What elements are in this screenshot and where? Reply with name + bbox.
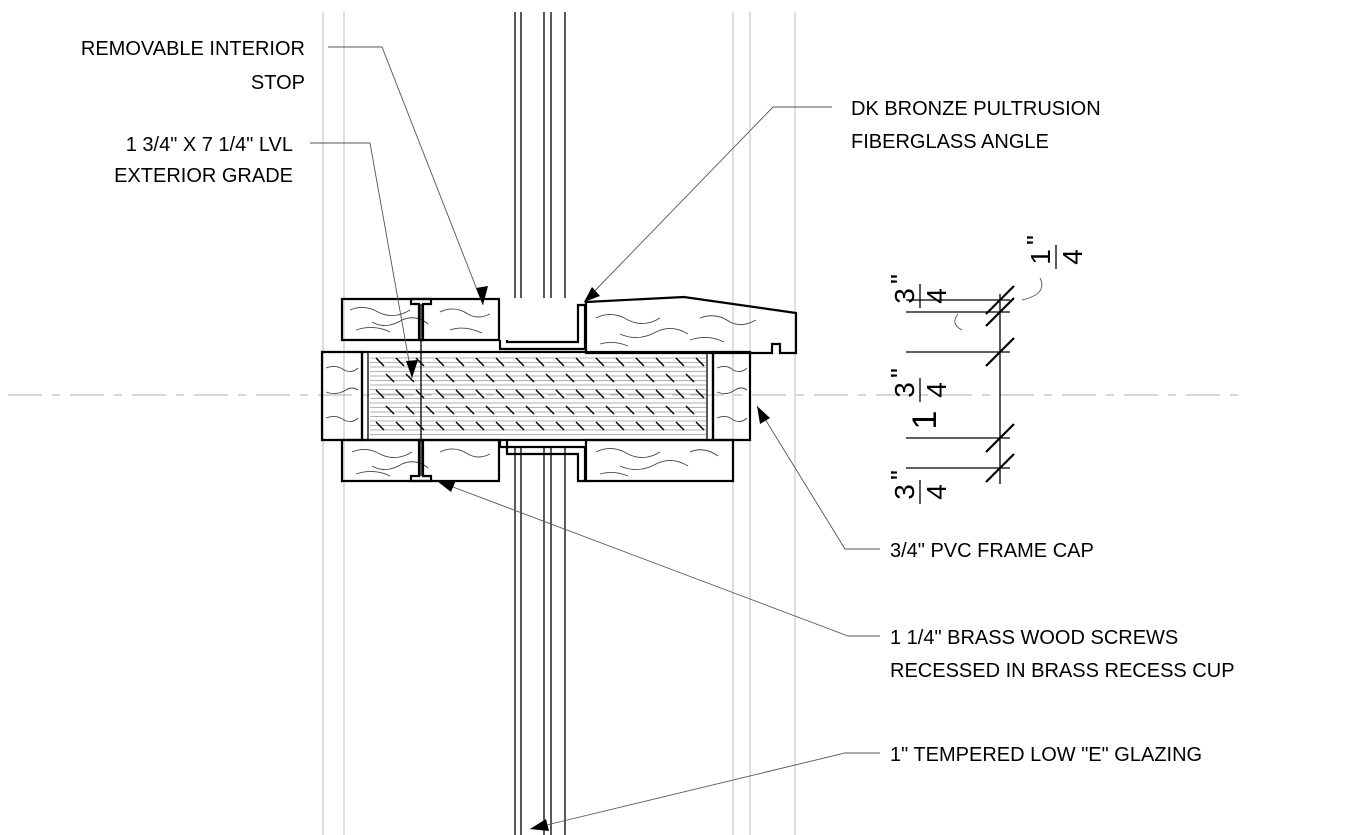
dimension-middle: 1 3 " 4 (885, 368, 952, 429)
dim-top-inch: " (885, 274, 916, 284)
dim-top-small-den: 4 (1057, 249, 1088, 265)
dim-bottom-inch: " (885, 470, 916, 480)
callout-lvl: 1 3/4" X 7 1/4" LVL EXTERIOR GRADE (114, 134, 293, 187)
dim-top-small-inch: " (1021, 235, 1052, 245)
lower-exterior-stop (584, 438, 735, 483)
dim-bottom-den: 4 (921, 484, 952, 500)
leader-lines (310, 46, 880, 831)
label-angle-line2: FIBERGLASS ANGLE (851, 131, 1049, 153)
label-glazing: 1" TEMPERED LOW "E" GLAZING (890, 744, 1202, 766)
dimension-top: 3 " 4 (885, 274, 952, 308)
callout-screws: 1 1/4" BRASS WOOD SCREWS RECESSED IN BRA… (890, 627, 1235, 682)
label-lvl-line1: 1 3/4" X 7 1/4" LVL (126, 134, 293, 156)
dim-top-den: 4 (921, 288, 952, 304)
pvc-frame-cap-left (320, 350, 364, 442)
dimension-string (906, 277, 1043, 484)
label-removable-stop-line1: REMOVABLE INTERIOR (81, 38, 305, 60)
label-lvl-line2: EXTERIOR GRADE (114, 165, 293, 187)
label-removable-stop-line2: STOP (251, 72, 305, 94)
dim-bottom-num: 3 (889, 484, 920, 500)
callout-pvc-cap: 3/4" PVC FRAME CAP (890, 540, 1094, 562)
label-pvc-cap: 3/4" PVC FRAME CAP (890, 540, 1094, 562)
label-screws-line2: RECESSED IN BRASS RECESS CUP (890, 660, 1235, 682)
label-screws-line1: 1 1/4" BRASS WOOD SCREWS (890, 627, 1178, 649)
dim-middle-whole: 1 (906, 411, 944, 430)
dim-middle-inch: " (885, 368, 916, 378)
dimension-top-small: 1 " 4 (1021, 235, 1088, 269)
upper-exterior-stop (584, 295, 798, 355)
dim-top-small-num: 1 (1025, 249, 1056, 265)
dim-top-num: 3 (889, 288, 920, 304)
callout-angle: DK BRONZE PULTRUSION FIBERGLASS ANGLE (851, 98, 1101, 153)
lvl-core (360, 350, 715, 442)
dim-middle-num: 3 (889, 382, 920, 398)
label-angle-line1: DK BRONZE PULTRUSION (851, 98, 1101, 120)
pvc-frame-cap-right (711, 350, 752, 442)
dimension-bottom: 3 " 4 (885, 470, 952, 504)
callout-glazing: 1" TEMPERED LOW "E" GLAZING (890, 744, 1202, 766)
lvl-hatch (370, 357, 706, 435)
fiberglass-angle-bottom (498, 440, 587, 483)
fiberglass-angle-top (498, 303, 587, 351)
background-reference-lines (8, 12, 1240, 835)
callout-removable-stop: REMOVABLE INTERIOR STOP (81, 38, 305, 94)
dim-middle-den: 4 (921, 382, 952, 398)
glazing-unit (514, 12, 566, 835)
